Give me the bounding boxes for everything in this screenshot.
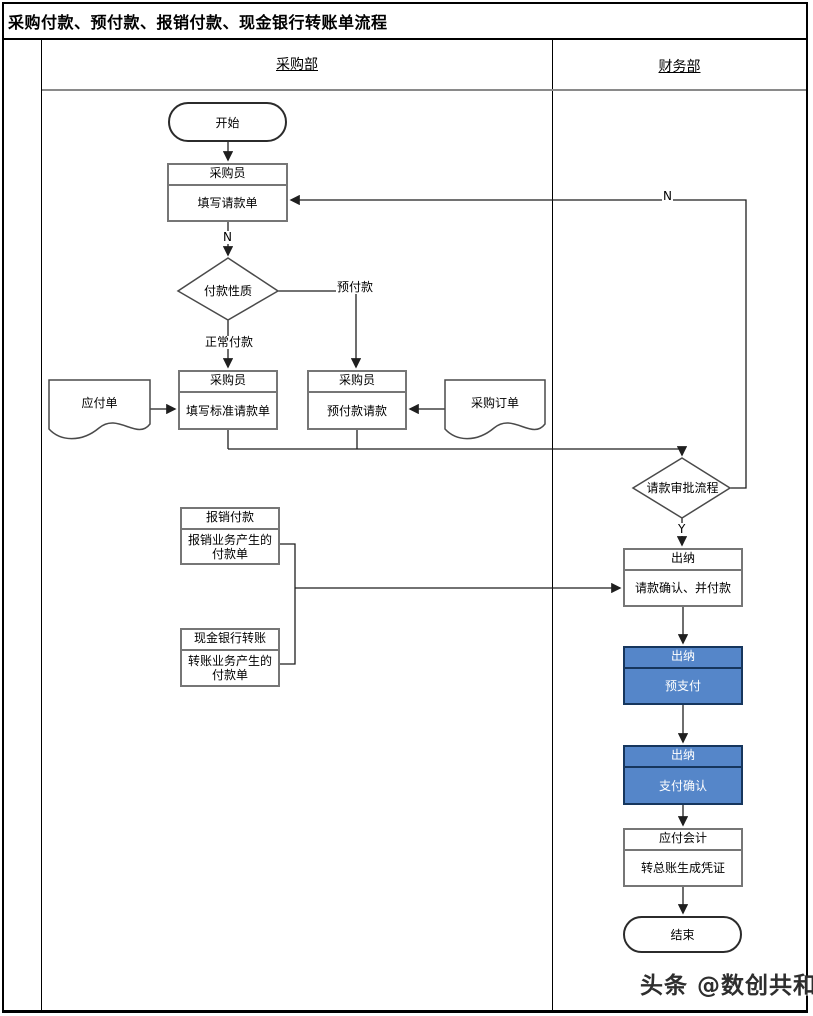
document-payable-label: 应付单	[81, 396, 118, 410]
lane-header-finance: 财务部	[658, 59, 701, 75]
process-cashier-payconfirm-action: 支付确认	[658, 778, 707, 793]
process-cashier-confirm: 出纳 请款确认、并付款	[623, 548, 743, 607]
watermark-toutiao: 头条 @数创共和	[640, 973, 813, 999]
document-payable-shape	[48, 379, 151, 440]
page-title: 采购付款、预付款、报销付款、现金银行转账单流程	[8, 13, 388, 32]
lane-header-separator-line	[42, 89, 806, 91]
edge-approval-no-return	[289, 194, 747, 489]
lane-divider-line	[552, 40, 553, 1013]
process-cash-transfer-detail: 转账业务产生的付款单	[187, 654, 272, 682]
decision-payment-nature-shape	[176, 257, 280, 321]
process-fill-request-role: 采购员	[169, 165, 286, 186]
title-separator-line	[2, 38, 808, 40]
process-cashier-confirm-action: 请款确认、并付款	[634, 581, 731, 595]
start-node: 开始	[168, 102, 287, 142]
edge-docs-merge-vertical	[280, 543, 296, 665]
edge-label-normal-payment: 正常付款	[204, 335, 255, 349]
process-cashier-payconfirm: 出纳 支付确认	[623, 745, 743, 805]
process-cashier-prepay: 出纳 预支付	[623, 646, 743, 705]
decision-approval-label: 请款审批流程	[646, 481, 719, 495]
process-reimburse-detail: 报销业务产生的付款单	[187, 532, 272, 561]
process-reimburse-type: 报销付款	[182, 509, 278, 530]
process-cash-transfer: 现金银行转账 转账业务产生的付款单	[180, 628, 280, 687]
process-ap-accountant: 应付会计 转总账生成凭证	[623, 828, 743, 887]
process-cash-transfer-type: 现金银行转账	[182, 630, 278, 651]
process-cashier-confirm-role: 出纳	[625, 550, 741, 571]
process-fill-request: 采购员 填写请款单	[167, 163, 288, 222]
edge-to-approval	[228, 446, 688, 457]
end-label: 结束	[670, 928, 695, 942]
edge-label-n-to-nature: N	[222, 230, 233, 244]
lane-header-procurement: 采购部	[276, 57, 318, 73]
decision-payment-nature-label: 付款性质	[203, 284, 252, 298]
edge-label-approval-yes: Y	[677, 522, 687, 536]
edge-nature-prepay	[278, 290, 362, 369]
process-cashier-payconfirm-role: 出纳	[625, 747, 741, 768]
edge-label-approval-no: N	[662, 189, 673, 203]
process-cashier-prepay-action: 预支付	[664, 679, 701, 693]
process-prepay-request: 采购员 预付款请款	[307, 370, 407, 430]
process-ap-accountant-role: 应付会计	[625, 830, 741, 851]
process-fill-request-action: 填写请款单	[197, 196, 258, 210]
process-reimburse: 报销付款 报销业务产生的付款单	[180, 507, 280, 565]
process-fill-standard-role: 采购员	[180, 372, 276, 393]
document-purchase-order-label: 采购订单	[470, 396, 519, 410]
edge-merge-stubs	[227, 430, 358, 449]
start-label: 开始	[215, 115, 240, 130]
process-prepay-request-action: 预付款请款	[326, 403, 387, 418]
document-purchase-order-shape	[444, 379, 546, 440]
left-margin-line	[41, 40, 42, 1013]
process-ap-accountant-action: 转总账生成凭证	[640, 861, 725, 875]
process-cashier-prepay-role: 出纳	[625, 648, 741, 669]
process-fill-standard: 采购员 填写标准请款单	[178, 370, 278, 430]
decision-approval-shape	[631, 457, 732, 519]
end-node: 结束	[623, 916, 742, 953]
process-fill-standard-action: 填写标准请款单	[185, 403, 270, 418]
process-prepay-request-role: 采购员	[309, 372, 405, 393]
edge-label-prepayment: 预付款	[336, 280, 375, 294]
